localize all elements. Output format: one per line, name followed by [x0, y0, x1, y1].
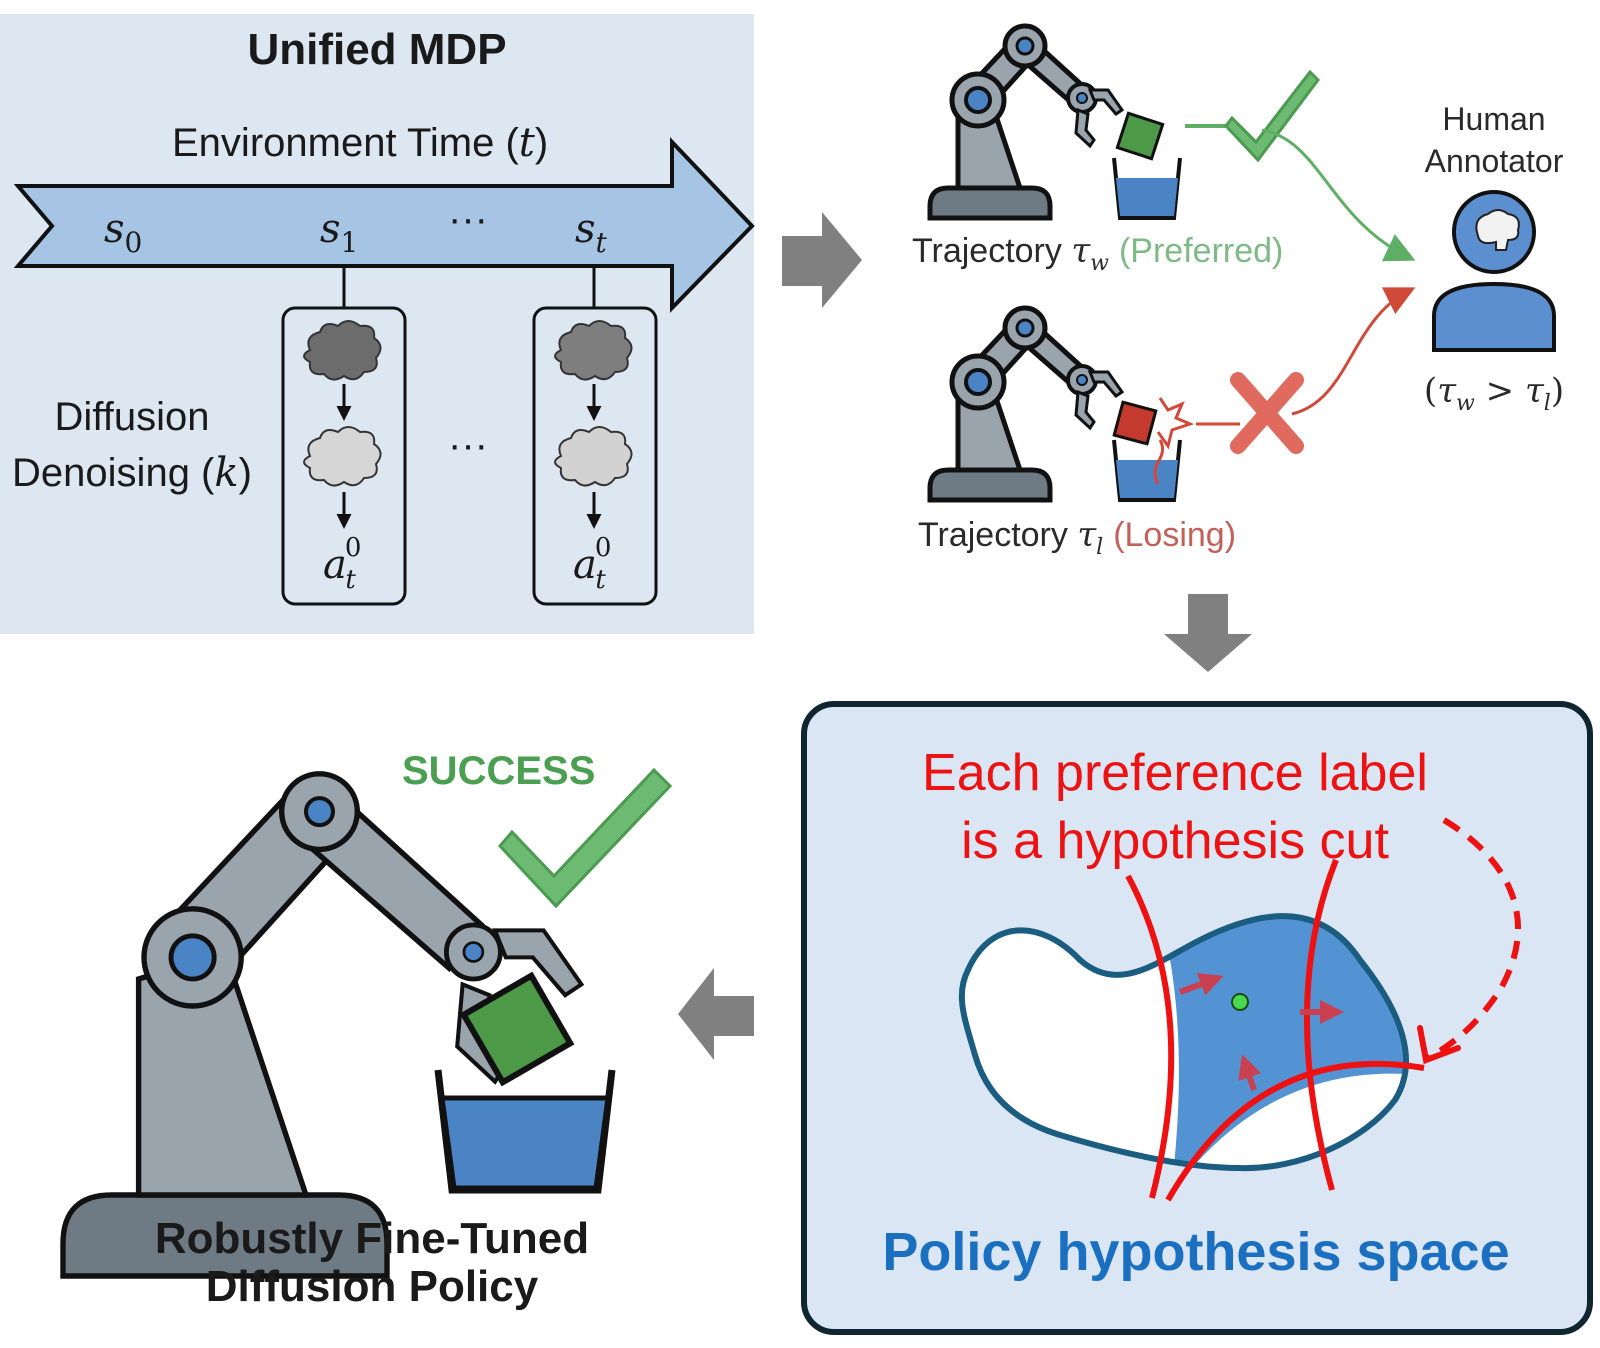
panel-hypothesis-space: Each preference label is a hypothesis cu… [801, 701, 1593, 1335]
excluded-region [1160, 1073, 1407, 1169]
diffusion-label-line2: Denoising (k) [12, 450, 252, 496]
cut-direction-arrow [1238, 1054, 1262, 1091]
panel-preference: Trajectory τw(Preferred) Trajectory τl(L… [912, 26, 1564, 560]
robot-arm-icon [60, 771, 585, 1279]
time-axis-label: Environment Time (t) [172, 120, 548, 166]
chain-ellipsis: ··· [448, 423, 488, 467]
callout-dashed-arrow [1426, 817, 1521, 1061]
bucket-icon [1112, 157, 1182, 220]
cut-direction-arrow [1178, 972, 1224, 996]
checkmark-icon [1224, 69, 1320, 163]
flow-arrow-left-icon [678, 968, 754, 1060]
panel-unified-mdp: Unified MDP Environment Time (t) s0 s1 ·… [0, 14, 755, 634]
green-block-icon [459, 971, 575, 1087]
losing-trajectory: Trajectory τl(Losing) [918, 287, 1416, 560]
red-block-icon [1112, 400, 1158, 446]
bucket-water [1116, 460, 1178, 498]
cut-caption-line2: is a hypothesis cut [961, 812, 1389, 870]
state-st: st [575, 206, 608, 259]
cut-caption-line1: Each preference label [922, 744, 1428, 802]
result-title-line1: Robustly Fine-Tuned [155, 1214, 589, 1263]
noisy-cloud-icon [554, 320, 633, 381]
annotator-label-line1: Human [1442, 101, 1545, 137]
bucket-icon [1112, 439, 1182, 502]
denoising-box [281, 306, 407, 606]
cross-icon [1230, 372, 1304, 454]
cut-line-1 [1125, 874, 1175, 1199]
mdp-title: Unified MDP [247, 25, 506, 74]
losing-flow-arrow [1291, 287, 1416, 416]
success-badge: SUCCESS [402, 749, 595, 793]
preferred-trajectory: Trajectory τw(Preferred) [912, 26, 1416, 276]
state-ellipsis: ··· [448, 197, 488, 241]
panel-result: SUCCESS Robustly Fine-Tuned Diffusion Po… [60, 749, 673, 1311]
human-annotator: Human Annotator (τw > τl) [1424, 101, 1564, 416]
preferred-flow-arrow [1261, 128, 1416, 262]
denoised-cloud-icon [554, 426, 633, 487]
flow-arrow-right-icon [782, 212, 862, 308]
bucket-water [1116, 178, 1178, 216]
denoised-cloud-icon [303, 426, 382, 487]
robot-arm-icon [930, 308, 1122, 500]
green-block-icon [1115, 111, 1165, 161]
annotator-body-icon [1432, 281, 1556, 352]
flow-arrow-down-icon [1164, 594, 1252, 672]
annotator-label-line2: Annotator [1425, 143, 1564, 179]
diffusion-label-line1: Diffusion [55, 395, 210, 439]
hypothesis-space-label: Policy hypothesis space [882, 1222, 1509, 1282]
state-s0: s0 [104, 206, 142, 259]
spill-line [1153, 439, 1165, 485]
panel-background [0, 14, 754, 634]
impact-burst-icon [1156, 397, 1195, 450]
bucket-water [439, 1095, 611, 1191]
time-arrow [13, 137, 755, 313]
losing-label: Trajectory τl(Losing) [918, 515, 1236, 560]
result-title-line2: Diffusion Policy [206, 1262, 539, 1311]
brain-icon [1475, 209, 1520, 251]
state-s1: s1 [320, 206, 358, 259]
success-checkmark-icon [497, 767, 673, 909]
preference-relation: (τw > τl) [1424, 371, 1564, 416]
optimal-policy-point [1231, 993, 1249, 1011]
hypothesis-space-outline [958, 913, 1410, 1172]
robot-arm-icon [930, 26, 1122, 218]
cut-line-3 [1165, 1060, 1425, 1202]
preferred-label: Trajectory τw(Preferred) [912, 231, 1283, 276]
callout-arrowhead-icon [1417, 1025, 1461, 1065]
denoising-box [532, 306, 658, 606]
noisy-cloud-icon [303, 320, 382, 381]
